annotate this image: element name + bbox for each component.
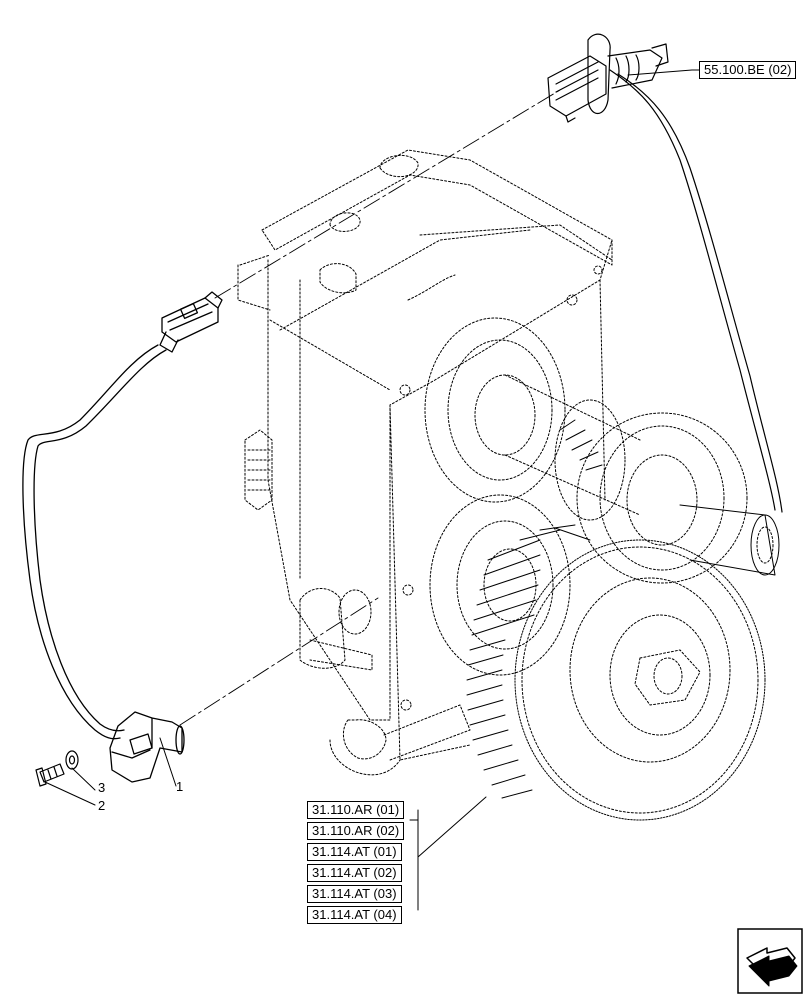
reference-link[interactable]: 31.114.AT (02) xyxy=(307,864,402,882)
upper-shaft-assembly xyxy=(424,317,748,584)
reference-link[interactable]: 31.114.AT (01) xyxy=(307,843,402,861)
centerlines xyxy=(179,89,561,726)
callout-2: 2 xyxy=(98,798,106,813)
gearbox-housing xyxy=(237,149,613,776)
middle-gear xyxy=(429,494,571,676)
callout-1: 1 xyxy=(176,779,184,794)
callout-3: 3 xyxy=(98,780,106,795)
output-shaft xyxy=(559,419,780,576)
reference-link[interactable]: 31.110.AR (02) xyxy=(307,822,405,840)
reference-link[interactable]: 31.114.AT (03) xyxy=(307,885,402,903)
next-page-button[interactable] xyxy=(737,928,803,994)
speed-sensor-harness xyxy=(22,291,223,783)
bolt xyxy=(35,763,65,787)
top-sensor xyxy=(547,33,783,513)
reference-top[interactable]: 55.100.BE (02) xyxy=(699,61,797,79)
washer xyxy=(65,750,79,770)
reference-link[interactable]: 31.110.AR (01) xyxy=(307,801,405,819)
large-ring-gear xyxy=(466,524,766,821)
leader-lines xyxy=(44,69,701,911)
reference-link[interactable]: 31.114.AT (04) xyxy=(307,906,402,924)
next-page-arrow-icon xyxy=(737,928,803,994)
